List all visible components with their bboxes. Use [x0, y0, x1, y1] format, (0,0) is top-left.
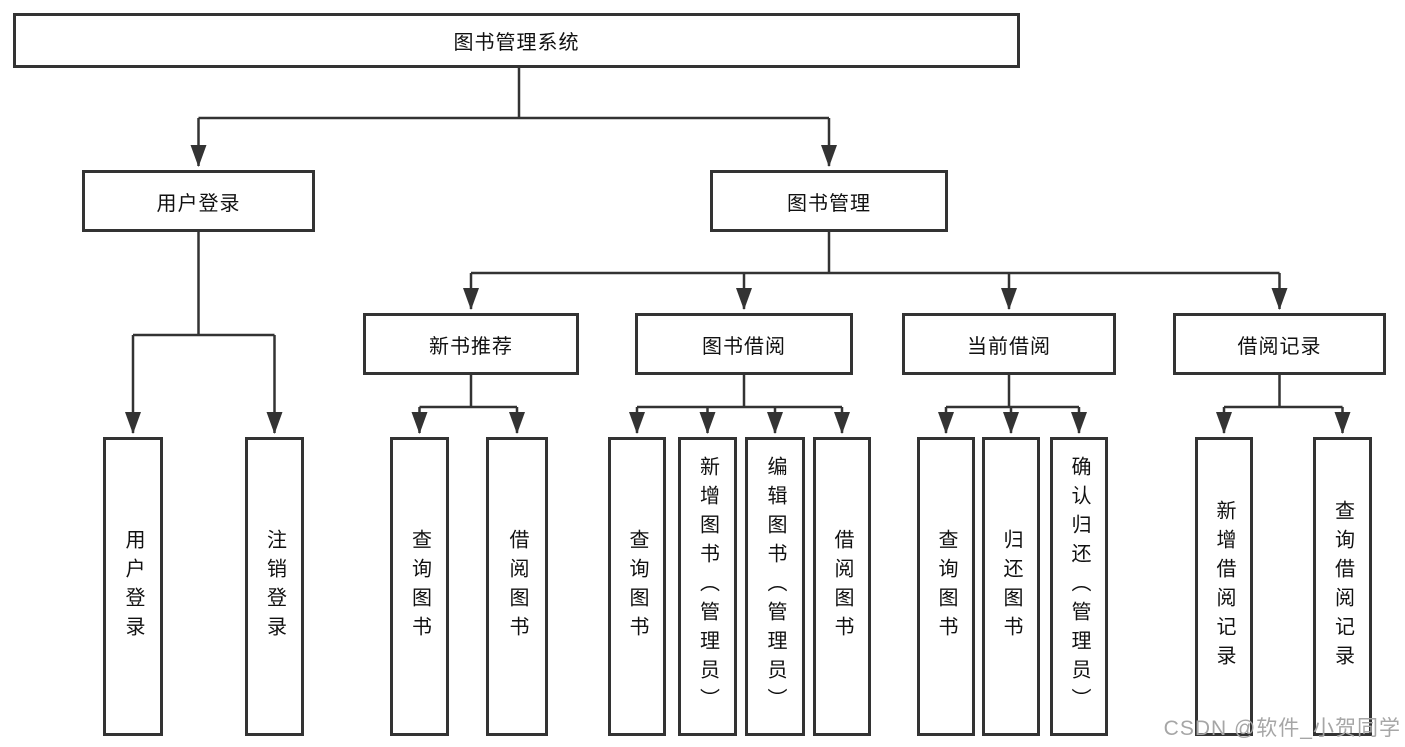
node-current-borrow: 当前借阅: [902, 313, 1116, 375]
leaf-label: 编辑图书（管理员）: [764, 456, 786, 717]
node-new-book-recommend: 新书推荐: [363, 313, 579, 375]
node-label: 图书管理系统: [453, 32, 580, 54]
leaf-label: 新增图书（管理员）: [696, 456, 719, 717]
leaf-confirm-return-admin: 确认归还（管理员）: [1050, 437, 1108, 736]
leaf-user-login: 用户登录: [103, 437, 163, 736]
leaf-add-borrow-record: 新增借阅记录: [1195, 437, 1253, 736]
leaf-query-books: 查询图书: [608, 437, 666, 736]
leaf-label: 查询借阅记录: [1331, 499, 1354, 674]
leaf-label: 查询图书: [626, 528, 648, 645]
leaf-return-books: 归还图书: [982, 437, 1040, 736]
node-label: 当前借阅: [967, 335, 1051, 358]
node-user-login: 用户登录: [82, 170, 315, 232]
node-label: 用户登录: [156, 192, 241, 215]
leaf-logout: 注销登录: [245, 437, 304, 736]
node-borrow-records: 借阅记录: [1173, 313, 1386, 375]
node-label: 新书推荐: [429, 335, 513, 358]
leaf-label: 确认归还（管理员）: [1068, 456, 1090, 717]
csdn-watermark: CSDN @软件_小贺同学: [1163, 717, 1401, 740]
leaf-label: 注销登录: [263, 528, 286, 645]
node-label: 借阅记录: [1237, 335, 1322, 358]
leaf-edit-book-admin: 编辑图书（管理员）: [745, 437, 805, 736]
leaf-label: 用户登录: [122, 528, 144, 645]
node-book-borrow: 图书借阅: [635, 313, 853, 375]
leaf-label: 查询图书: [935, 528, 957, 645]
leaf-query-books: 查询图书: [390, 437, 449, 736]
leaf-label: 归还图书: [1000, 528, 1022, 645]
leaf-borrow-books: 借阅图书: [813, 437, 871, 736]
leaf-label: 查询图书: [408, 528, 431, 645]
node-book-management: 图书管理: [710, 170, 948, 232]
node-label: 图书借阅: [702, 335, 786, 358]
leaf-query-borrow-record: 查询借阅记录: [1313, 437, 1372, 736]
leaf-add-book-admin: 新增图书（管理员）: [678, 437, 737, 736]
leaf-label: 借阅图书: [831, 528, 853, 645]
leaf-borrow-books: 借阅图书: [486, 437, 548, 736]
node-library-management-system: 图书管理系统: [13, 13, 1020, 68]
leaf-label: 新增借阅记录: [1213, 499, 1235, 674]
leaf-label: 借阅图书: [506, 528, 528, 645]
leaf-query-books: 查询图书: [917, 437, 975, 736]
node-label: 图书管理: [787, 192, 871, 215]
